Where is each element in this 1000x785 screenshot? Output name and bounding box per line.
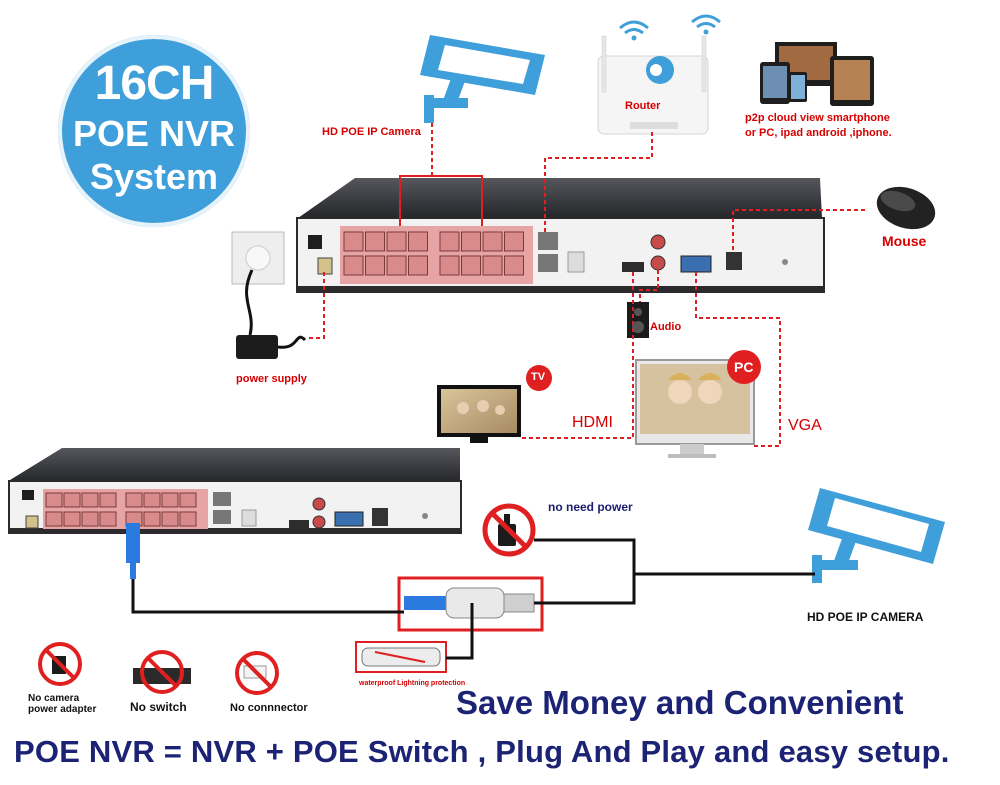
- devices-icon: [760, 42, 874, 106]
- badge-line-1: 16CH: [58, 56, 250, 111]
- rj45-port: [387, 232, 406, 251]
- camera-bottom-label: HD POE IP CAMERA: [807, 610, 923, 624]
- rj45-port: [144, 512, 160, 526]
- rj45-port: [144, 493, 160, 507]
- camera-top-icon: [420, 35, 545, 123]
- no-connector-label: No connnector: [230, 702, 308, 714]
- speaker-icon: [627, 302, 649, 338]
- rj45-port: [440, 256, 459, 275]
- rj45-port: [180, 493, 196, 507]
- hdmi-label: HDMI: [572, 414, 613, 432]
- rj45-port: [505, 232, 524, 251]
- tv-badge-label: TV: [531, 371, 545, 383]
- rj45-port: [46, 493, 62, 507]
- rj45-port: [366, 232, 385, 251]
- rj45-port: [462, 256, 481, 275]
- rj45-port: [505, 256, 524, 275]
- power-supply-label: power supply: [236, 373, 307, 385]
- rj45-port: [483, 232, 502, 251]
- rj45-port: [409, 256, 428, 275]
- power-supply-icon: [232, 232, 305, 359]
- badge-line-3: System: [58, 156, 250, 198]
- waterproof-label: waterproof Lightning protection: [359, 680, 465, 687]
- audio-label: Audio: [650, 321, 681, 333]
- rj45-port: [100, 493, 116, 507]
- mouse-label: Mouse: [882, 233, 926, 249]
- rj45-port: [409, 232, 428, 251]
- rj45-port: [82, 493, 98, 507]
- rj45-plug-icon: [126, 523, 140, 579]
- rj45-port: [344, 256, 363, 275]
- no-connector-icon: [237, 653, 277, 693]
- rj45-port: [180, 512, 196, 526]
- cloud-label-line-2: or PC, ipad android ,iphone.: [745, 127, 892, 139]
- camera-top-label: HD POE IP Camera: [322, 126, 421, 138]
- pc-badge-label: PC: [734, 359, 753, 375]
- rj45-port: [64, 493, 80, 507]
- rj45-port: [162, 512, 178, 526]
- no-adapter-label-line-1: No camera: [28, 693, 79, 704]
- rj45-port: [366, 256, 385, 275]
- rj45-port: [483, 256, 502, 275]
- vga-label: VGA: [788, 417, 822, 435]
- rj45-port: [64, 512, 80, 526]
- no-need-power-label: no need power: [548, 500, 633, 514]
- cloud-label-line-1: p2p cloud view smartphone: [745, 112, 890, 124]
- router-icon: [598, 16, 720, 134]
- rj45-port: [462, 232, 481, 251]
- router-label: Router: [625, 100, 660, 112]
- mouse-icon: [871, 180, 940, 237]
- equation-text: POE NVR = NVR + POE Switch , Plug And Pl…: [14, 734, 950, 770]
- no-power-icon: [485, 506, 533, 554]
- rj45-port: [46, 512, 62, 526]
- rj45-port: [100, 512, 116, 526]
- no-switch-label: No switch: [130, 700, 187, 714]
- slogan-text: Save Money and Convenient: [456, 684, 903, 722]
- rj45-port: [82, 512, 98, 526]
- no-adapter-icon: [40, 644, 80, 684]
- rj45-port: [344, 232, 363, 251]
- badge-line-2: POE NVR: [58, 113, 250, 155]
- rj45-port: [162, 493, 178, 507]
- no-switch-icon: [133, 652, 191, 692]
- rj45-port: [387, 256, 406, 275]
- no-adapter-label-line-2: power adapter: [28, 704, 96, 715]
- rj45-port: [440, 232, 459, 251]
- camera-bottom-icon: [808, 488, 945, 583]
- rj45-port: [126, 493, 142, 507]
